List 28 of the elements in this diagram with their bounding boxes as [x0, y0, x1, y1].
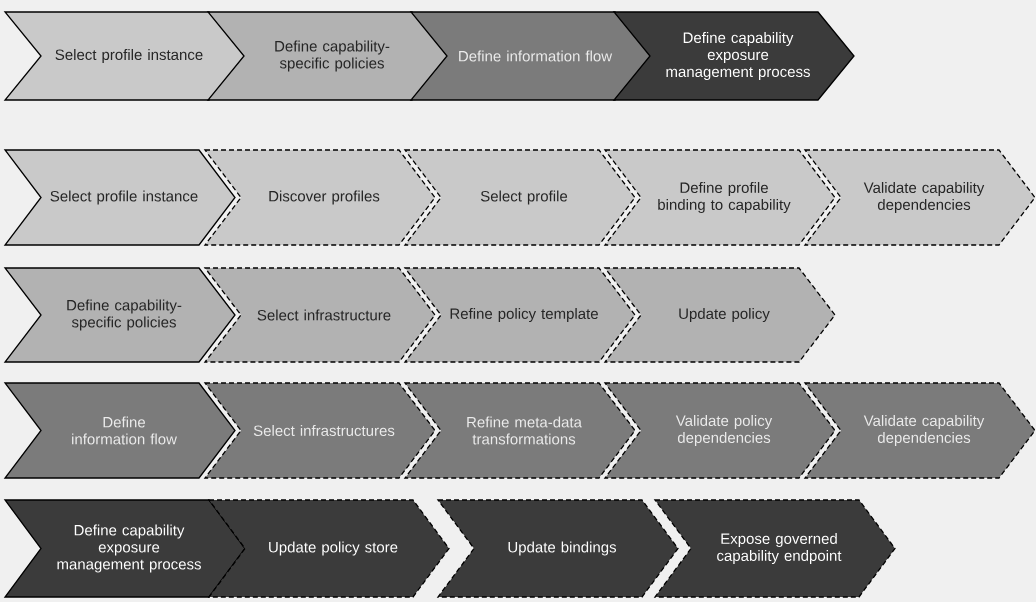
process-step: Define profile binding to capability	[603, 149, 836, 246]
node-label: Expose governed capability endpoint	[717, 533, 842, 564]
process-step: Update bindings	[436, 499, 679, 598]
node-label: Validate capability dependencies	[863, 415, 985, 446]
process-step: Select profile	[403, 149, 636, 246]
process-step: Validate capability dependencies	[803, 382, 1036, 479]
process-step: Select infrastructure	[203, 267, 436, 363]
process-step: Select infrastructures	[203, 382, 436, 479]
process-step: Update policy store	[207, 499, 450, 598]
node-label: Update policy store	[269, 541, 398, 556]
process-step: Define information flow	[409, 11, 652, 101]
process-step: Define capability exposure management process	[612, 11, 855, 101]
process-step: Validate policy dependencies	[603, 382, 836, 479]
process-step: Select profile instance	[3, 11, 246, 101]
process-step: Refine meta-data transformations	[403, 382, 636, 479]
process-step: Validate capability dependencies	[803, 149, 1036, 246]
process-step: Define capability-specific policies	[3, 267, 236, 363]
process-step: Define information flow	[3, 382, 236, 479]
process-step: Select profile instance	[3, 149, 236, 246]
node-label: Define capability exposure management process	[57, 524, 201, 573]
process-step: Define capability exposure management process	[3, 499, 246, 598]
node-label: Update bindings	[508, 541, 617, 556]
node-label: Validate capability dependencies	[863, 182, 985, 213]
process-step: Refine policy template	[403, 267, 636, 363]
process-step: Update policy	[603, 267, 836, 363]
process-step: Expose governed capability endpoint	[653, 499, 896, 598]
process-step: Define capability-specific policies	[206, 11, 449, 101]
process-step: Discover profiles	[203, 149, 436, 246]
